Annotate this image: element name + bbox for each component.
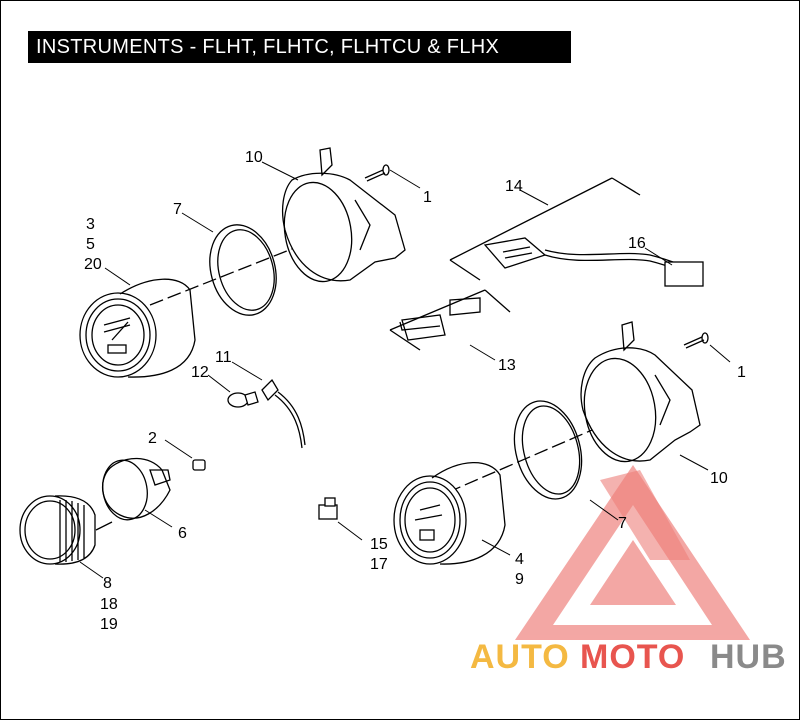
- screw-lower: [683, 332, 709, 349]
- watermark-hub: HUB: [710, 638, 787, 676]
- callout-11: 11: [215, 349, 232, 366]
- callout-1-upper: 1: [423, 189, 432, 206]
- callout-6: 6: [178, 525, 187, 542]
- callout-14: 14: [505, 178, 523, 195]
- callout-18: 18: [100, 596, 118, 613]
- callout-17: 17: [370, 556, 388, 573]
- leader-lines: [79, 161, 731, 579]
- callout-15: 15: [370, 536, 388, 553]
- trim-ring-right: [513, 400, 583, 500]
- nut: [192, 459, 206, 471]
- small-gauge: [19, 495, 113, 565]
- callout-2: 2: [148, 430, 157, 447]
- watermark-text: AUTO MOTO HUB: [470, 638, 787, 676]
- watermark-logo: [515, 465, 750, 640]
- speedometer-gauge-left: [79, 278, 196, 378]
- callout-7-left: 7: [173, 201, 182, 218]
- callout-10-lower: 10: [710, 470, 728, 487]
- centerline-left: [149, 229, 341, 306]
- trim-ring-left: [209, 224, 277, 316]
- bulb-socket: [318, 497, 338, 520]
- diagram-title: INSTRUMENTS - FLHT, FLHTC, FLHTCU & FLHX: [28, 31, 571, 63]
- callout-20: 20: [84, 256, 102, 273]
- indicator-lamp: [227, 378, 306, 449]
- callout-5: 5: [86, 236, 95, 253]
- callout-1-lower: 1: [737, 364, 746, 381]
- terminal-clip: [389, 289, 511, 351]
- callout-4: 4: [515, 551, 524, 568]
- screw-upper: [364, 164, 390, 182]
- callout-19: 19: [100, 616, 118, 633]
- tachometer-gauge-right: [393, 461, 506, 565]
- gauge-housing-lower: [580, 321, 701, 463]
- watermark-moto: MOTO: [580, 638, 685, 676]
- callout-3: 3: [86, 216, 95, 233]
- callout-13: 13: [498, 357, 516, 374]
- gauge-housing-small: [101, 457, 171, 521]
- callout-7-right: 7: [618, 515, 627, 532]
- gauge-housing-upper: [281, 147, 406, 283]
- callout-bracket-14: [449, 177, 641, 281]
- wiring-harness: [483, 237, 704, 287]
- callout-9: 9: [515, 571, 524, 588]
- callout-8: 8: [103, 575, 112, 592]
- callout-10-upper: 10: [245, 149, 263, 166]
- watermark-auto: AUTO: [470, 638, 570, 676]
- callout-12: 12: [191, 364, 209, 381]
- callout-16: 16: [628, 235, 646, 252]
